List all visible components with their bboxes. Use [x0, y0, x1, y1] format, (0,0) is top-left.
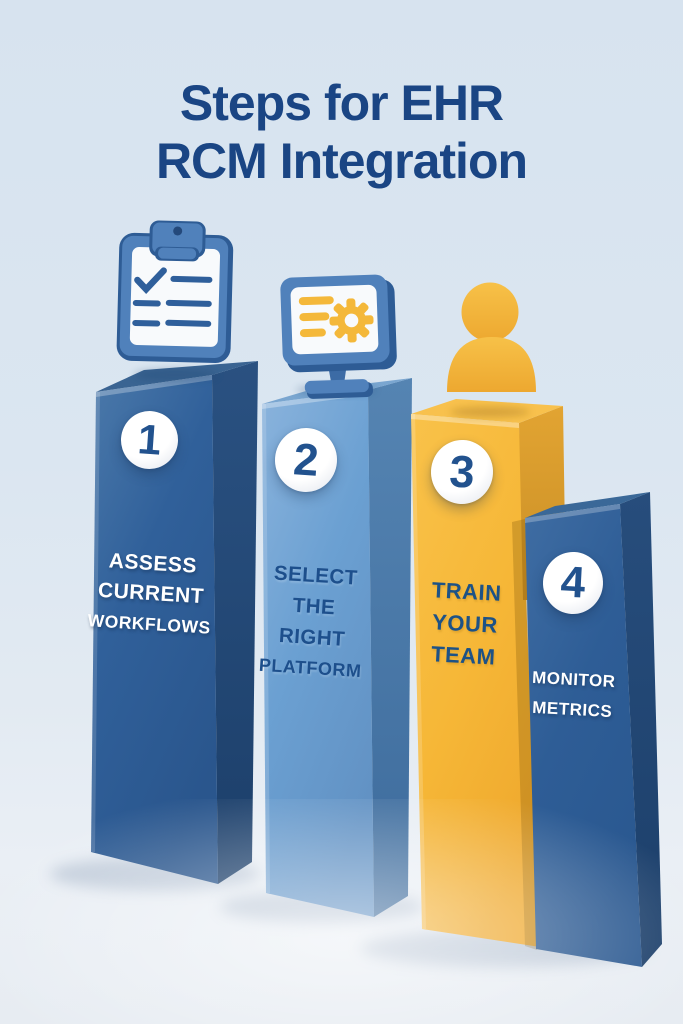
- title-line-2: RCM Integration: [155, 133, 528, 189]
- clipboard-checklist-icon: [116, 220, 234, 364]
- gear-icon: [329, 298, 374, 343]
- step-2-label: SELECT THE RIGHT PLATFORM: [248, 556, 377, 687]
- step-3-label: TRAIN YOUR TEAM: [408, 573, 523, 675]
- page-title: Steps for EHR RCM Integration: [0, 74, 683, 190]
- person-icon: [447, 282, 536, 392]
- step-2-number: 2: [291, 433, 321, 486]
- title-line-1: Steps for EHR: [179, 75, 504, 131]
- pillar-4: [525, 492, 662, 967]
- step-3-number: 3: [448, 445, 476, 498]
- pillar-1: [91, 361, 258, 884]
- pillar-2: [262, 378, 412, 917]
- step-1-label: ASSESS CURRENT WORKFLOWS: [83, 545, 218, 643]
- step-4-label: MONITOR METRICS: [520, 662, 627, 727]
- label-line: TEAM: [430, 641, 497, 670]
- step-4-number: 4: [559, 557, 587, 608]
- step-1-number: 1: [136, 415, 163, 464]
- label-line: METRICS: [531, 697, 613, 722]
- monitor-settings-icon: [280, 274, 397, 399]
